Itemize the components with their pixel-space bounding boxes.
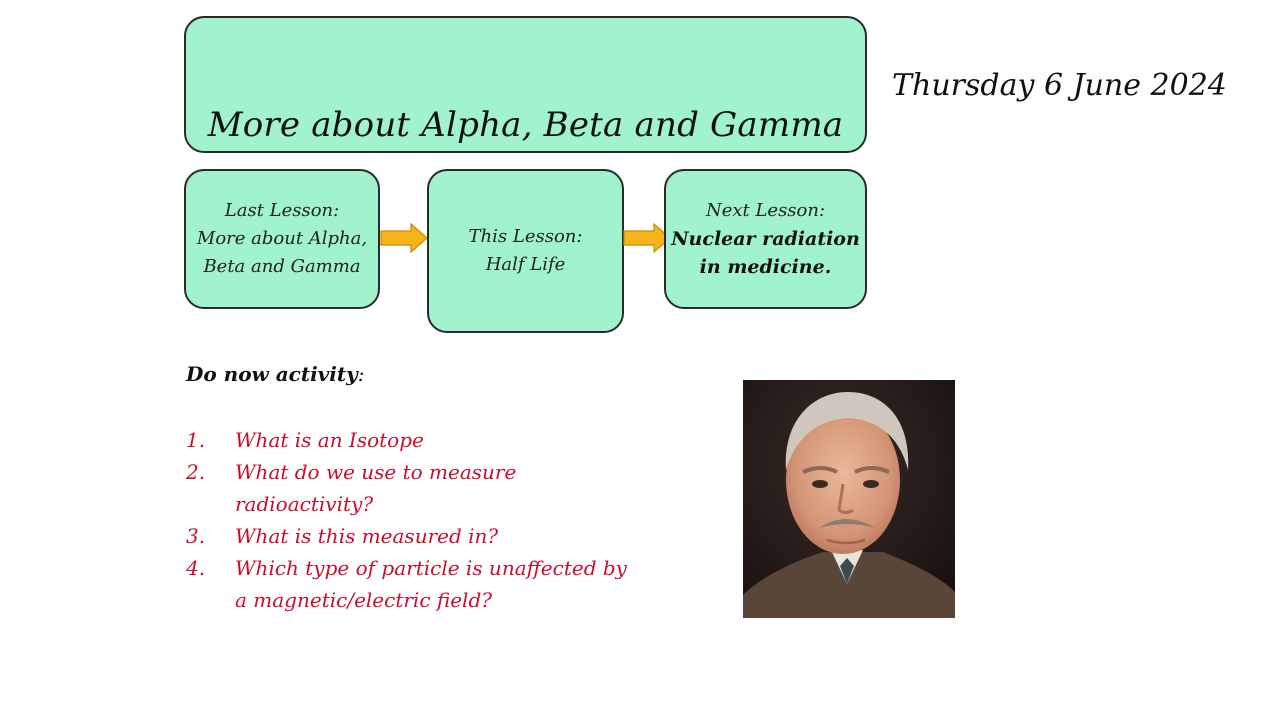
right-arrow-icon: [380, 222, 428, 254]
last-lesson-line2: Beta and Gamma: [203, 256, 361, 277]
question-number: 4.: [186, 556, 206, 580]
do-now-heading-text: Do now activity: [186, 362, 358, 386]
last-lesson-box: Last Lesson: More about Alpha, Beta and …: [184, 169, 380, 309]
portrait-photo: [743, 380, 955, 618]
question-text: What do we use to measure radioactivity?: [235, 460, 517, 516]
list-item: 4. Which type of particle is unaffected b…: [186, 552, 636, 616]
next-lesson-box: Next Lesson: Nuclear radiation in medici…: [664, 169, 867, 309]
next-lesson-line2: in medicine.: [699, 256, 832, 278]
this-lesson-box: This Lesson: Half Life: [427, 169, 624, 333]
list-item: 2. What do we use to measure radioactivit…: [186, 456, 636, 520]
list-item: 1. What is an Isotope: [186, 424, 636, 456]
question-text: What is an Isotope: [235, 428, 424, 452]
do-now-colon: :: [357, 362, 365, 386]
question-number: 1.: [186, 428, 206, 452]
last-lesson-heading: Last Lesson:: [224, 200, 340, 221]
title-box: More about Alpha, Beta and Gamma: [184, 16, 867, 153]
this-lesson-line1: Half Life: [485, 254, 566, 275]
next-lesson-heading: Next Lesson:: [705, 200, 826, 221]
last-lesson-line1: More about Alpha,: [196, 228, 368, 249]
question-text: Which type of particle is unaffected by …: [235, 556, 627, 612]
question-number: 3.: [186, 524, 206, 548]
question-list: 1. What is an Isotope 2. What do we use to…: [186, 424, 636, 616]
next-lesson-line1: Nuclear radiation: [671, 228, 860, 250]
this-lesson-heading: This Lesson:: [468, 226, 583, 247]
page-title: More about Alpha, Beta and Gamma: [207, 105, 844, 145]
lesson-date: Thursday 6 June 2024: [892, 68, 1227, 103]
question-text: What is this measured in?: [235, 524, 499, 548]
question-number: 2.: [186, 460, 206, 484]
do-now-heading: Do now activity:: [186, 362, 365, 386]
right-arrow-icon: [623, 222, 671, 254]
list-item: 3. What is this measured in?: [186, 520, 636, 552]
